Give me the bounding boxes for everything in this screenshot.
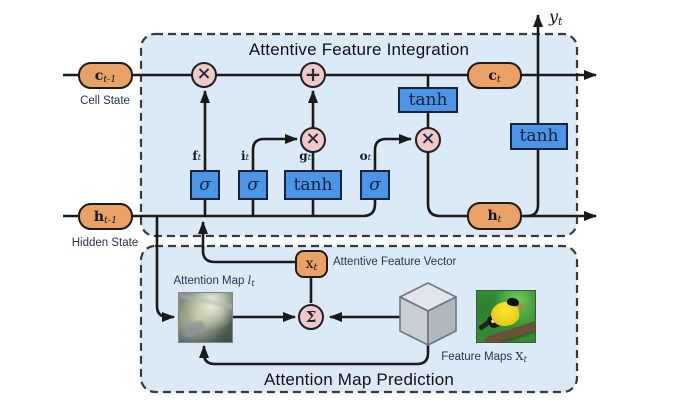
integration-panel-title: Attentive Feature Integration (248, 40, 470, 59)
attentive-vector-caption: Attentive Feature Vector (333, 256, 457, 268)
feature-cube (399, 282, 457, 346)
cell-tanh-box: tanh (398, 87, 458, 113)
multiply-op-candidate: × (300, 127, 326, 153)
output-gate-wire (373, 134, 412, 198)
output-y-wire (526, 14, 543, 218)
output-tanh-box: tanh (510, 123, 568, 150)
feature-maps-caption: Feature Maps Xt (441, 349, 527, 364)
multiply-op-forget: × (191, 62, 217, 88)
vector-to-gates-wire (198, 221, 297, 264)
input-gate-sigma-box: σ (238, 170, 268, 200)
input-gate-wire (251, 134, 298, 216)
cell-state-caption: Cell State (80, 95, 130, 107)
attention-map-caption: Attention Map lt (173, 273, 255, 288)
hidden-to-map-wire (155, 216, 175, 322)
add-op: + (300, 62, 326, 88)
attention-map-image (178, 292, 233, 343)
attention-map-prediction-panel (139, 244, 579, 394)
sum-op: Σ (298, 304, 324, 330)
hidden-state-caption: Hidden State (71, 237, 139, 249)
hidden-out-wire (426, 152, 597, 221)
feature-maps-image (476, 290, 536, 343)
candidate-tanh-box: tanh (284, 170, 342, 200)
output-gate-sigma-box: σ (360, 170, 390, 200)
prediction-panel-title: Attention Map Prediction (263, 370, 454, 389)
multiply-op-output: × (415, 127, 441, 153)
hidden-state-wire (63, 198, 377, 218)
forget-gate-sigma-box: σ (190, 170, 220, 200)
feedback-wire (199, 344, 430, 366)
